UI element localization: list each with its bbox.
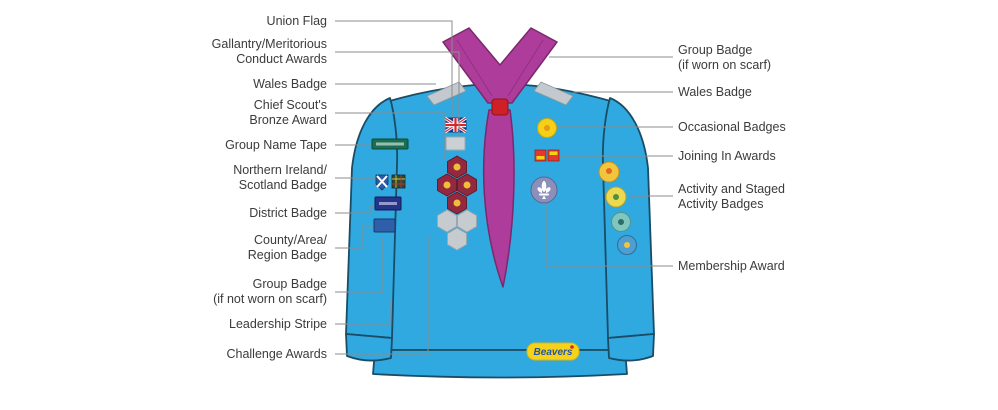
challenge-award-hexagon xyxy=(457,173,477,197)
label-union-flag: Union Flag xyxy=(266,14,327,28)
activity-badge xyxy=(598,161,620,183)
activity-badge xyxy=(605,186,627,208)
leader-lines xyxy=(335,20,673,355)
label-group-badge-not-scarf: Group Badge (if not worn on scarf) xyxy=(213,277,327,306)
label-county-region-badge: County/Area/ Region Badge xyxy=(247,233,327,262)
district-badge xyxy=(374,196,402,211)
staged-activity-badge xyxy=(617,235,637,255)
challenge-award-hexagon xyxy=(437,173,457,197)
jumper-right-cuff xyxy=(607,333,655,362)
leader-line-membership xyxy=(545,204,673,267)
northern-ireland-badge xyxy=(391,174,406,189)
group-name-tape-badge xyxy=(371,138,409,150)
scarf-tail xyxy=(482,109,515,288)
label-joining-in-awards: Joining In Awards xyxy=(678,149,776,163)
challenge-award-hexagon-empty xyxy=(447,227,467,251)
leader-line-challenge-awards xyxy=(335,235,429,355)
union-flag-badge xyxy=(444,116,467,134)
scotland-badge xyxy=(375,174,389,191)
label-group-badge-scarf: Group Badge (if worn on scarf) xyxy=(678,43,772,72)
leader-line-county xyxy=(335,226,373,249)
leader-line-district xyxy=(335,205,374,214)
leader-line-chief-scout xyxy=(335,112,446,160)
right-shoulder-patch xyxy=(533,81,574,106)
gallantry-award-space xyxy=(445,136,466,151)
label-gallantry-awards: Gallantry/Meritorious Conduct Awards xyxy=(211,37,327,66)
scarf xyxy=(442,27,558,288)
occasional-badge xyxy=(537,118,557,138)
challenge-awards-cluster xyxy=(437,155,477,251)
staged-activity-badge xyxy=(611,212,631,232)
scarf-fold-lines xyxy=(456,39,544,97)
jumper-left-cuff xyxy=(345,333,393,362)
challenge-award-hexagon-empty xyxy=(457,209,477,233)
label-challenge-awards: Challenge Awards xyxy=(226,347,327,361)
label-wales-badge-left: Wales Badge xyxy=(253,77,327,91)
leader-line-union-flag xyxy=(335,20,453,117)
label-membership-award: Membership Award xyxy=(678,259,785,273)
label-group-name-tape: Group Name Tape xyxy=(225,138,327,152)
label-wales-badge-right: Wales Badge xyxy=(678,85,752,99)
woggle xyxy=(491,98,509,116)
beavers-logo: Beavers xyxy=(526,342,580,361)
label-activity-badges: Activity and Staged Activity Badges xyxy=(678,182,786,211)
label-ni-scotland-badge: Northern Ireland/ Scotland Badge xyxy=(233,163,327,192)
leader-line-leadership-stripe xyxy=(335,300,392,325)
leader-line-group-badge-left xyxy=(335,237,384,293)
label-chief-scout-award: Chief Scout's Bronze Award xyxy=(249,98,327,127)
joining-in-award-badge xyxy=(547,149,560,162)
left-shoulder-patch xyxy=(426,81,467,106)
activity-badges-column xyxy=(598,161,637,255)
membership-award-badge xyxy=(530,176,558,204)
label-occasional-badges: Occasional Badges xyxy=(678,120,786,134)
joining-in-award-badge xyxy=(534,149,547,162)
label-district-badge: District Badge xyxy=(249,206,327,220)
challenge-award-hexagon xyxy=(447,191,467,215)
jumper-left-sleeve xyxy=(345,97,399,339)
beavers-logo-text: Beavers xyxy=(534,347,573,358)
county-region-badge xyxy=(373,218,396,233)
challenge-award-hexagon xyxy=(447,155,467,179)
label-leadership-stripe: Leadership Stripe xyxy=(229,317,327,331)
challenge-award-hexagon-empty xyxy=(437,209,457,233)
leader-line-gallantry xyxy=(335,51,460,136)
